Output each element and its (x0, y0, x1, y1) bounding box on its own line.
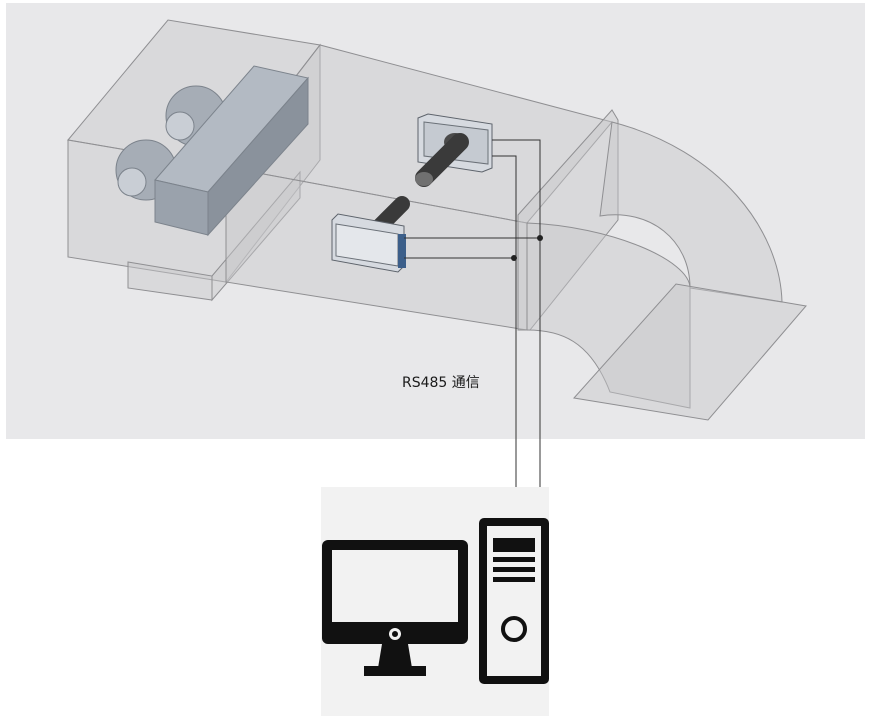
tower-drive-bay-3 (493, 567, 535, 572)
blower-inlet-lower (117, 167, 147, 197)
fan-unit (115, 65, 309, 237)
sensor-upper-probe (415, 133, 469, 187)
duct-elbow-front (526, 222, 691, 409)
sensor-lower-connector (398, 234, 406, 268)
monitor-icon (322, 540, 468, 676)
sensor-upper (415, 113, 493, 187)
pc-tower-icon (479, 518, 549, 684)
tower-drive-bay-4 (493, 577, 535, 582)
wire-upper-sensor-2 (492, 155, 517, 487)
wire-junction-left (511, 255, 517, 261)
monitor-screen (332, 550, 458, 622)
duct-flange (517, 109, 619, 331)
monitor-base (364, 666, 426, 676)
wire-junction-right (537, 235, 543, 241)
tower-drive-bay-1 (493, 538, 535, 552)
tower-drive-bay-2 (493, 557, 535, 562)
elbow-outlet-flange (573, 283, 807, 421)
connection-label: RS485 通信 (402, 375, 480, 391)
monitor-power-button-core (392, 631, 398, 637)
wire-upper-sensor (492, 139, 541, 487)
tower-power-button (501, 616, 527, 642)
blower-inlet-upper (165, 111, 195, 141)
rs485-wiring (404, 139, 541, 487)
sensor-upper-probe-tip (415, 172, 433, 186)
monitor-stand (378, 644, 412, 668)
bottom-outlet-side (211, 170, 301, 302)
sensor-lower (331, 196, 410, 273)
motor-block-side (207, 76, 309, 237)
